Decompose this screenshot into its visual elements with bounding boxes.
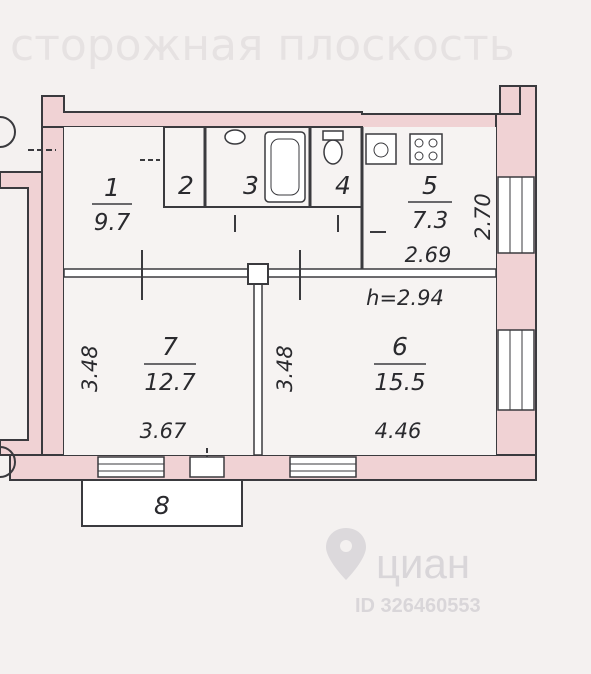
toilet-tank: [322, 130, 344, 141]
kitchen-width-dim: 2.69: [405, 243, 452, 267]
room7-width-dim: 3.67: [140, 419, 187, 443]
room6-width-dim: 4.46: [375, 419, 422, 443]
partition-vertical: [253, 276, 263, 456]
room-3-number: 3: [243, 171, 259, 200]
room-6-number: 6: [392, 332, 408, 361]
background-faded-text: сторожная плоскость: [10, 20, 515, 71]
stove-burner: [428, 151, 438, 161]
cian-logo-text: циан: [376, 540, 470, 587]
kitchen-sink-icon: [365, 133, 397, 165]
bottom-wall: [9, 454, 537, 481]
room-1-area: 9.7: [94, 210, 131, 236]
cian-watermark: циан ID 326460553: [326, 528, 481, 617]
column: [247, 263, 269, 285]
room-1-number: 1: [104, 173, 120, 202]
toilet-icon: [323, 139, 343, 165]
window-room6-side: [497, 329, 535, 411]
stove-icon: [409, 133, 443, 165]
room-5-number: 5: [422, 171, 438, 200]
room6-depth-dim: 3.48: [273, 345, 297, 392]
bathtub-icon: [264, 131, 306, 203]
room-8-number: 8: [154, 491, 170, 520]
location-pin-icon: [326, 528, 366, 580]
balcony-door: [189, 456, 225, 478]
location-pin-dot: [340, 540, 352, 552]
stove-burner: [414, 138, 424, 148]
window-room6: [289, 456, 357, 478]
room-6-area: 15.5: [374, 370, 425, 396]
room-7-number: 7: [162, 332, 178, 361]
stove-burner: [428, 138, 438, 148]
partition-horizontal: [63, 268, 497, 278]
balcony: [81, 479, 243, 527]
room7-depth-dim: 3.48: [78, 345, 102, 392]
room-2-number: 2: [178, 171, 194, 200]
kitchen-height-dim: 2.70: [471, 193, 495, 240]
stove-burner: [414, 151, 424, 161]
window-kitchen: [497, 176, 535, 254]
listing-id: ID 326460553: [355, 595, 481, 617]
room-5-area: 7.3: [412, 208, 449, 234]
bathtub-inner: [270, 138, 300, 196]
neighbour-arc: [0, 116, 16, 148]
window-room7: [97, 456, 165, 478]
sink-icon: [224, 129, 246, 145]
kitchen-sink-bowl: [373, 142, 389, 158]
ceiling-height: h=2.94: [366, 286, 444, 310]
left-wall: [41, 126, 65, 458]
room-7-area: 12.7: [144, 370, 196, 396]
room-4-number: 4: [335, 171, 351, 200]
left-wall-stub: [0, 171, 43, 456]
neighbour-arc: [0, 446, 16, 478]
